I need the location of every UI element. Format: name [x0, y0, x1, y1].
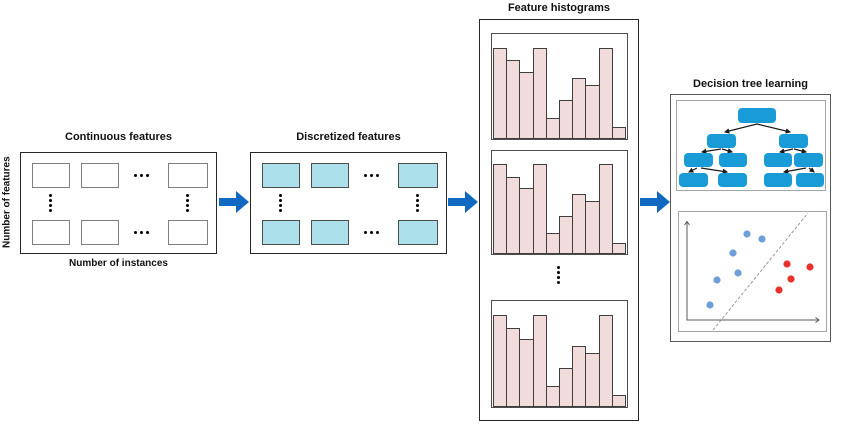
separator-line [712, 212, 809, 331]
matrix-cell [311, 163, 349, 188]
histogram-bar [493, 164, 508, 254]
tree-node [794, 153, 823, 167]
decision-tree-panel [676, 100, 826, 191]
histogram-bar [611, 127, 627, 139]
matrix-cell [168, 220, 208, 245]
tree-node [719, 153, 747, 167]
scatter-point-red [806, 263, 814, 271]
matrix-cell [262, 163, 300, 188]
matrix-cell [81, 220, 119, 245]
scatter-point-blue [729, 249, 737, 257]
horizontal-ellipsis-icon [134, 231, 149, 234]
histogram-bar [585, 201, 600, 254]
histogram-bar [545, 233, 561, 254]
vertical-ellipsis-icon [416, 194, 419, 212]
histogram [491, 150, 628, 255]
histogram-bar [572, 345, 587, 407]
matrix-cell [81, 163, 119, 188]
histogram-bar [585, 85, 600, 139]
decision-tree-box [670, 94, 831, 342]
number-of-features-label: Number of features [1, 156, 13, 249]
scatter-point-blue [734, 269, 742, 277]
flow-arrow-icon [640, 191, 670, 213]
discretized-features-title: Discretized features [296, 131, 401, 143]
continuous-features-title: Continuous features [65, 131, 172, 143]
histogram-bar [598, 314, 613, 407]
scatter-plot-graphic [684, 212, 820, 331]
tree-leaf-node [764, 173, 792, 187]
histogram-bar [598, 164, 613, 254]
matrix-cell [398, 163, 438, 188]
matrix-cell [311, 220, 349, 245]
histogram-bar [559, 215, 574, 254]
histogram-bar [572, 194, 587, 254]
histogram-bar [532, 164, 547, 254]
scatter-point-blue [706, 301, 714, 309]
flow-arrow-icon [448, 191, 478, 213]
matrix-cell [262, 220, 300, 245]
matrix-cell [32, 163, 70, 188]
horizontal-ellipsis-icon [364, 174, 379, 177]
scatter-plot-panel [678, 211, 827, 332]
scatter-point-red [775, 286, 783, 294]
histogram [491, 300, 628, 408]
discretized-features-box [250, 152, 447, 254]
vertical-ellipsis-icon [49, 194, 52, 212]
histogram-bar [559, 367, 574, 407]
histogram-bar [545, 118, 561, 139]
matrix-cell [32, 220, 70, 245]
histogram-bar [506, 327, 521, 407]
histogram-bar [611, 395, 627, 407]
histogram-bar [585, 352, 600, 407]
tree-node [707, 134, 736, 148]
histogram-bar [559, 100, 574, 139]
horizontal-ellipsis-icon [364, 231, 379, 234]
tree-node [779, 134, 808, 148]
flow-arrow-icon [219, 191, 249, 213]
tree-leaf-node [679, 173, 708, 187]
histogram-bar [545, 385, 561, 407]
histogram-bar [519, 71, 534, 139]
feature-histograms-title: Feature histograms [507, 2, 611, 14]
tree-edges [688, 123, 815, 175]
histogram [491, 33, 628, 140]
scatter-point-blue [713, 276, 721, 284]
scatter-point-red [787, 275, 795, 283]
y-axis-arrow-icon [684, 220, 690, 226]
tree-leaf-node [718, 173, 747, 187]
histogram-bar [493, 314, 508, 407]
horizontal-ellipsis-icon [134, 174, 149, 177]
vertical-ellipsis-icon [557, 266, 560, 284]
tree-leaf-node [796, 173, 824, 187]
scatter-points [706, 230, 814, 309]
tree-node-root [738, 108, 776, 123]
vertical-ellipsis-icon [186, 194, 189, 212]
histogram-bar [532, 314, 547, 407]
feature-histograms-box [479, 19, 639, 421]
histogram-bar [598, 47, 613, 139]
histogram-bar [572, 78, 587, 139]
scatter-axes [686, 222, 819, 321]
scatter-point-red [783, 260, 791, 268]
histogram-bar [519, 188, 534, 254]
number-of-instances-label: Number of instances [69, 258, 168, 269]
decision-tree-title: Decision tree learning [693, 78, 808, 90]
histogram-bar [493, 47, 508, 139]
matrix-cell [168, 163, 208, 188]
scatter-point-blue [758, 235, 766, 243]
scatter-point-blue [743, 230, 751, 238]
histogram-bar [611, 242, 627, 254]
x-axis-arrow-icon [815, 317, 820, 323]
matrix-cell [398, 220, 438, 245]
tree-node [764, 153, 792, 167]
continuous-features-box [20, 152, 217, 254]
histogram-bar [506, 176, 521, 254]
tree-node [684, 153, 713, 167]
tree-nodes [679, 108, 824, 187]
vertical-ellipsis-icon [279, 194, 282, 212]
histogram-bar [519, 339, 534, 407]
histogram-bar [532, 47, 547, 139]
histogram-bar [506, 60, 521, 139]
decision-tree-graphic [679, 108, 824, 187]
